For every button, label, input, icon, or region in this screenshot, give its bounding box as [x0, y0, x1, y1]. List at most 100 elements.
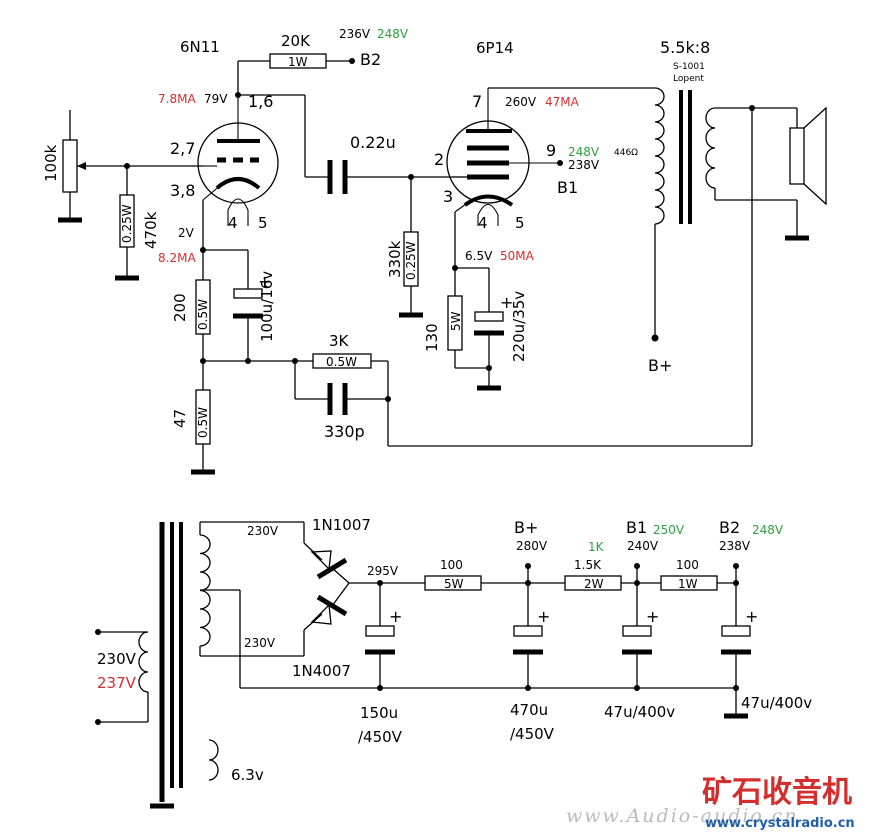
tube-2-grid-pin: 2 [434, 150, 444, 169]
tube-2-cathode-pin: 3 [443, 187, 453, 206]
psu-b2-label: B2 [719, 518, 740, 537]
amplifier-section: 100k 0.25W 470k 6N11 1,6 [42, 27, 827, 475]
c1-plus: + [389, 607, 402, 626]
psu-bplus-voltage: 280V [516, 539, 548, 553]
pot-label: 100k [42, 144, 60, 182]
feedback-capacitor-value: 330p [324, 422, 365, 441]
c2-voltage: /450V [510, 725, 555, 743]
psu-bplus-label: B+ [514, 518, 538, 537]
feedback-resistor-power: 0.5W [326, 355, 357, 369]
secondary-upper-voltage: 230V [247, 524, 279, 538]
resistor-r3-value: 100 [676, 558, 699, 572]
tube-2-cathode-voltage: 6.5V [465, 249, 493, 263]
tube-1-heater-pin-b: 5 [258, 214, 268, 232]
c2-plus: + [537, 607, 550, 626]
c4-plus: + [745, 607, 758, 626]
tube-2-screen-pin: 9 [546, 141, 556, 160]
coupling-capacitor-value: 0.22u [350, 133, 396, 152]
bypass-1-value: 100u/16v [258, 271, 276, 342]
watermark: www.Audio-audio.cn 矿石收音机 www.crystalradi… [566, 775, 855, 831]
tube-2-cathode-network: + 220u/35v 6.5V 50MA 130 5W [423, 212, 535, 391]
plate-load: 20K 1W B2 236V 248V 7.8MA 79V 0.22u [158, 27, 468, 194]
output-grid-resistor-power: 0.25W [404, 241, 418, 280]
c1-value: 150u [360, 704, 398, 722]
tube-1-cathode-current: 8.2MA [158, 251, 196, 265]
tube-2-plate-voltage: 260V [505, 95, 537, 109]
c1-voltage: /450V [358, 728, 403, 746]
ot-model: S-1001 [673, 62, 705, 72]
tube-1-plate-voltage: 79V [204, 92, 228, 106]
psu-b2-voltage: 238V [719, 539, 751, 553]
c3-label: 47u/400v [604, 703, 675, 721]
psu-b1-label: B1 [626, 518, 647, 537]
psu-b1-measured: 250V [653, 523, 685, 537]
resistor-130-value: 130 [423, 323, 441, 352]
output-transformer: B+ 5.5k:8 S-1001 Lopent 446Ω [614, 38, 827, 446]
plate-resistor-power: 1W [288, 55, 308, 69]
feedback-resistor-value: 3K [329, 332, 350, 350]
tube-6p14: 6P14 7 2 9 3 4 5 260V 47MA 248V 238V B1 [434, 39, 655, 232]
b2-voltage-measured: 248V [377, 27, 409, 41]
b1-node-label: B1 [557, 178, 578, 197]
resistor-47-power: 0.5W [196, 407, 210, 438]
power-supply-section: 230V 237V 230V 230V 6.3v [95, 516, 812, 809]
ot-brand: Lopent [673, 74, 704, 84]
watermark-text: www.Audio-audio.cn [566, 805, 798, 827]
tube-1-name: 6N11 [180, 38, 220, 56]
filter-chain: 295V 100 5W 1K 1.5K 2W 100 1W B+ 280V B1 [349, 518, 784, 591]
resistor-47-value: 47 [171, 409, 189, 428]
tube-2-screen-voltage: 238V [568, 158, 600, 172]
grid-resistor-power: 0.25W [120, 204, 134, 243]
resistor-r2-measured: 1K [588, 540, 605, 554]
bypass-2-plus: + [500, 293, 513, 312]
diode-bottom-label: 1N4007 [292, 662, 351, 680]
bplus-node-label: B+ [648, 356, 672, 375]
tube-1-grid-pins: 2,7 [170, 139, 195, 158]
resistor-r3-power: 1W [678, 577, 698, 591]
output-grid-resistor: 330k 0.25W [386, 177, 423, 318]
tube-2-cathode-current: 50MA [500, 249, 535, 263]
bypass-2-value: 220u/35v [510, 291, 528, 362]
tube-2-plate-current: 47MA [545, 95, 580, 109]
plate-resistor-value: 20K [281, 32, 311, 50]
resistor-r2-value: 1.5K [574, 558, 602, 572]
feedback-network: 3K 0.5W 330p [292, 332, 752, 447]
bypass-1-plus: + [258, 272, 271, 291]
tube-1-cathode-pins: 3,8 [170, 181, 195, 200]
filter-capacitors: + + + + 150u /450V 470u /45 [240, 583, 812, 746]
logo-chinese-text: 矿石收音机 [702, 775, 852, 810]
b2-voltage: 236V [339, 27, 371, 41]
resistor-130-power: 5W [449, 311, 463, 331]
c2-value: 470u [510, 701, 548, 719]
psu-b1-voltage: 240V [627, 539, 659, 553]
grid-resistor-value: 470k [142, 211, 160, 249]
c3-plus: + [646, 607, 659, 626]
tube-2-plate-pin: 7 [472, 92, 482, 111]
primary-voltage: 230V [97, 650, 137, 668]
psu-b2-measured: 248V [752, 523, 784, 537]
c4-label: 47u/400v [741, 694, 812, 712]
tube-6n11: 6N11 1,6 2,7 3,8 4 5 [170, 38, 279, 232]
primary-voltage-measured: 237V [97, 674, 137, 692]
rectifier-output-voltage: 295V [367, 564, 399, 578]
tube-2-screen-voltage-measured: 248V [568, 145, 600, 159]
b2-node-label: B2 [360, 50, 381, 69]
output-grid-resistor-value: 330k [386, 240, 404, 278]
tube-1-heater-pin-a: 4 [228, 214, 238, 232]
diode-top-label: 1N1007 [312, 516, 371, 534]
power-transformer: 230V 237V 230V 230V 6.3v [95, 521, 304, 809]
tube-1-plate-pins: 1,6 [248, 92, 273, 111]
resistor-r2-power: 2W [584, 577, 604, 591]
tube-1-cathode-network: + 100u/16v 2V 8.2MA 200 0.5W 47 0.5W [158, 200, 313, 475]
heater-voltage: 6.3v [231, 766, 264, 784]
resistor-200-power: 0.5W [196, 299, 210, 330]
tube-1-plate-current: 7.8MA [158, 92, 196, 106]
tube-2-heater-pin-b: 5 [515, 214, 525, 232]
resistor-r1-value: 100 [440, 558, 463, 572]
rectifier-diodes: 1N1007 1N4007 [292, 516, 371, 680]
tube-2-name: 6P14 [476, 39, 514, 57]
ot-ratio: 5.5k:8 [660, 38, 710, 57]
grid-resistor: 0.25W 470k [115, 163, 160, 281]
ot-dcr: 446Ω [614, 148, 638, 158]
